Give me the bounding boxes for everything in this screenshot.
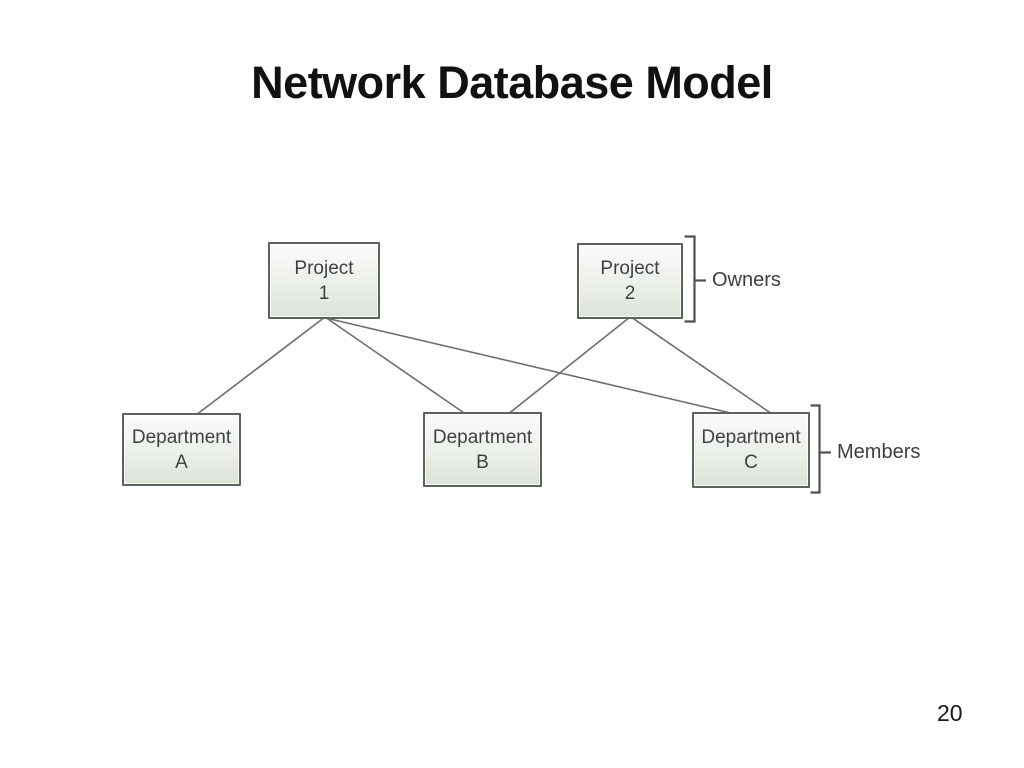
node-department-b-name: Department [432,426,533,448]
edge-project1-departmentA [195,316,326,416]
node-project-1-id: 1 [318,282,330,304]
node-department-a-id: A [175,451,188,473]
node-department-a-name: Department [131,426,232,448]
edge-project1-departmentC [325,317,736,415]
node-department-b: Department B [423,412,542,487]
node-department-b-id: B [476,451,489,473]
members-bracket [810,404,821,494]
edge-project1-departmentB [324,316,468,416]
node-department-c-name: Department [701,427,801,448]
node-project-1-name: Project [294,257,354,279]
owners-label: Owners [712,269,781,291]
node-project-2: Project 2 [577,243,683,319]
node-project-1: Project 1 [268,242,380,319]
node-project-2-id: 2 [624,283,636,304]
node-project-2-name: Project [600,258,660,279]
node-department-c-id: C [744,452,758,473]
members-label: Members [837,441,921,463]
slide-title: Network Database Model [251,57,773,108]
node-department-a: Department A [122,413,241,486]
edge-project2-departmentB [506,316,631,416]
edge-project2-departmentC [630,316,773,415]
owners-bracket [684,235,696,323]
node-department-c: Department C [692,412,810,488]
page-number: 20 [937,700,963,726]
